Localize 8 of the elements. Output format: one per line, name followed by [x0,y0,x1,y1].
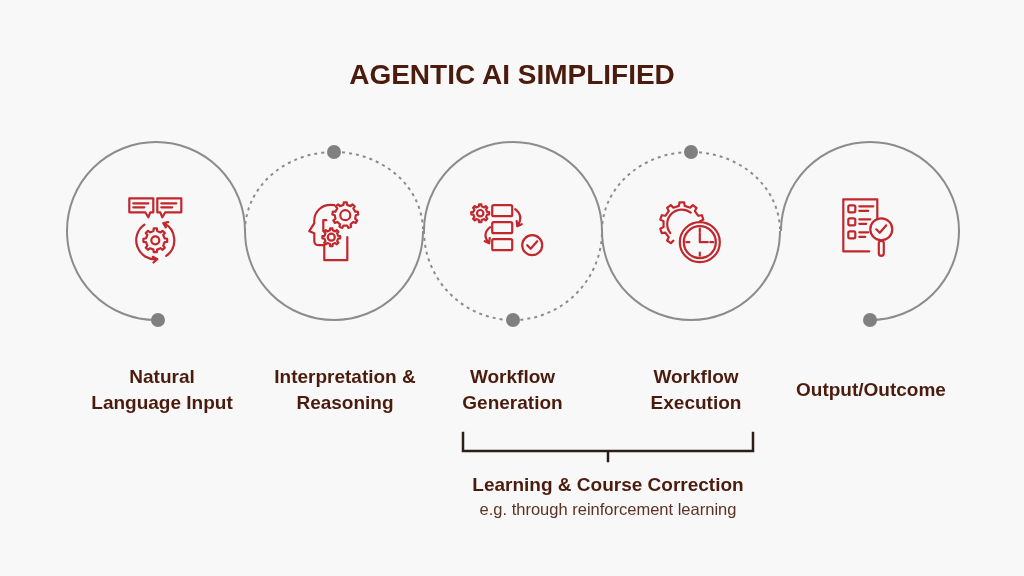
step-label: Interpretation & Reasoning [273,365,417,415]
title: AGENTIC AI SIMPLIFIED [349,61,675,89]
step-label: Workflow Generation [461,365,564,415]
step-label: Natural Language Input [90,365,234,415]
bracket-label: Learning & Course Correction [472,473,744,497]
step-label: Workflow Execution [649,365,743,415]
step-label: Output/Outcome [796,378,946,402]
bracket-note: e.g. through reinforcement learning [479,499,737,520]
